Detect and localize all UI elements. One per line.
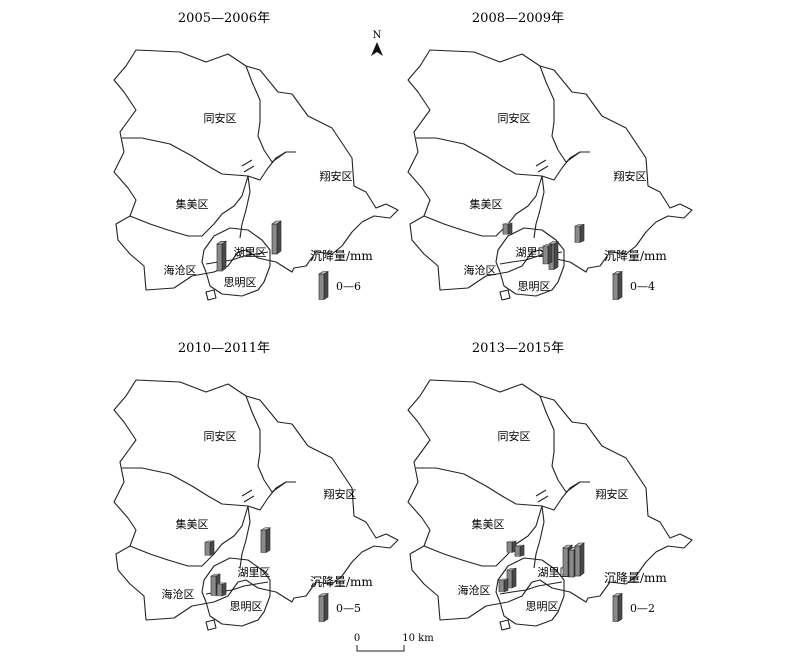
district-label-xiangan: 翔安区 [614,169,647,183]
scale-bar: 0 10 km [354,633,434,652]
subsidence-bar [204,540,215,556]
map-panel-3: 2010—2011年 同安区 翔安区 集美区 湖里区 海沧区 思明区 沉降量/m… [113,341,399,631]
subsidence-bar [502,222,513,235]
legend-range: 0—4 [630,280,655,293]
subsidence-bar [271,220,282,255]
district-label-haicang: 海沧区 [164,263,197,277]
panel-title: 2005—2006年 [178,11,270,26]
map-panel-1: 2005—2006年 同安区 翔安区 集美区 湖里区 海沧区 思明区 沉降量/m… [113,11,399,301]
legend-range: 0—2 [630,602,655,615]
subsidence-bar [514,544,525,557]
legend-bar [318,593,329,622]
panel-title: 2010—2011年 [178,341,270,356]
legend-bar [612,593,623,622]
district-label-tongan: 同安区 [204,429,237,443]
legend-range: 0—6 [336,280,361,293]
district-label-jimei: 集美区 [176,197,209,211]
map-panel-4: 2013—2015年 同安区 翔安区 集美区 湖里区 海沧区 思明区 沉降量/m… [407,341,693,631]
legend-title: 沉降量/mm [310,249,373,263]
subsidence-bar [260,527,271,553]
panel-title: 2013—2015年 [472,341,564,356]
legend-bar [318,271,329,300]
district-label-huli: 湖里区 [538,566,571,579]
district-label-huli: 湖里区 [516,246,549,259]
district-label-siming: 思明区 [230,600,263,613]
district-label-xiangan: 翔安区 [320,169,353,183]
district-label-haicang: 海沧区 [458,583,491,597]
district-label-tongan: 同安区 [498,429,531,443]
district-label-huli: 湖里区 [238,566,271,579]
district-label-siming: 思明区 [224,276,257,289]
subsidence-bar [542,243,553,265]
scale-end-label: 10 km [402,633,434,644]
subsidence-bar [216,582,227,597]
subsidence-bar [574,224,585,243]
district-label-jimei: 集美区 [472,517,505,531]
subsidence-bar [498,578,509,593]
district-label-siming: 思明区 [526,600,559,613]
district-label-jimei: 集美区 [470,197,503,211]
north-label: N [373,30,382,41]
legend-title: 沉降量/mm [604,571,667,585]
district-label-tongan: 同安区 [204,111,237,125]
district-label-huli: 湖里区 [234,246,267,259]
district-label-siming: 思明区 [518,280,551,293]
district-label-xiangan: 翔安区 [324,487,357,501]
legend-title: 沉降量/mm [604,249,667,263]
panel-title: 2008—2009年 [472,11,564,26]
subsidence-bar [574,542,585,577]
north-arrow-icon: N [371,30,383,56]
district-label-haicang: 海沧区 [464,263,497,277]
subsidence-bar [506,567,517,589]
legend-title: 沉降量/mm [310,575,373,589]
subsidence-bar [506,540,517,553]
subsidence-bar [216,241,227,272]
map-panel-2: 2008—2009年 同安区 翔安区 集美区 湖里区 海沧区 思明区 沉降量/m… [407,11,693,301]
map-outline [407,379,693,631]
district-label-jimei: 集美区 [176,517,209,531]
district-label-xiangan: 翔安区 [596,487,629,501]
district-label-tongan: 同安区 [498,111,531,125]
scale-start-label: 0 [354,633,360,644]
legend-bar [612,271,623,300]
legend-range: 0—5 [336,602,361,615]
map-outline [113,379,399,631]
district-label-haicang: 海沧区 [162,587,195,601]
